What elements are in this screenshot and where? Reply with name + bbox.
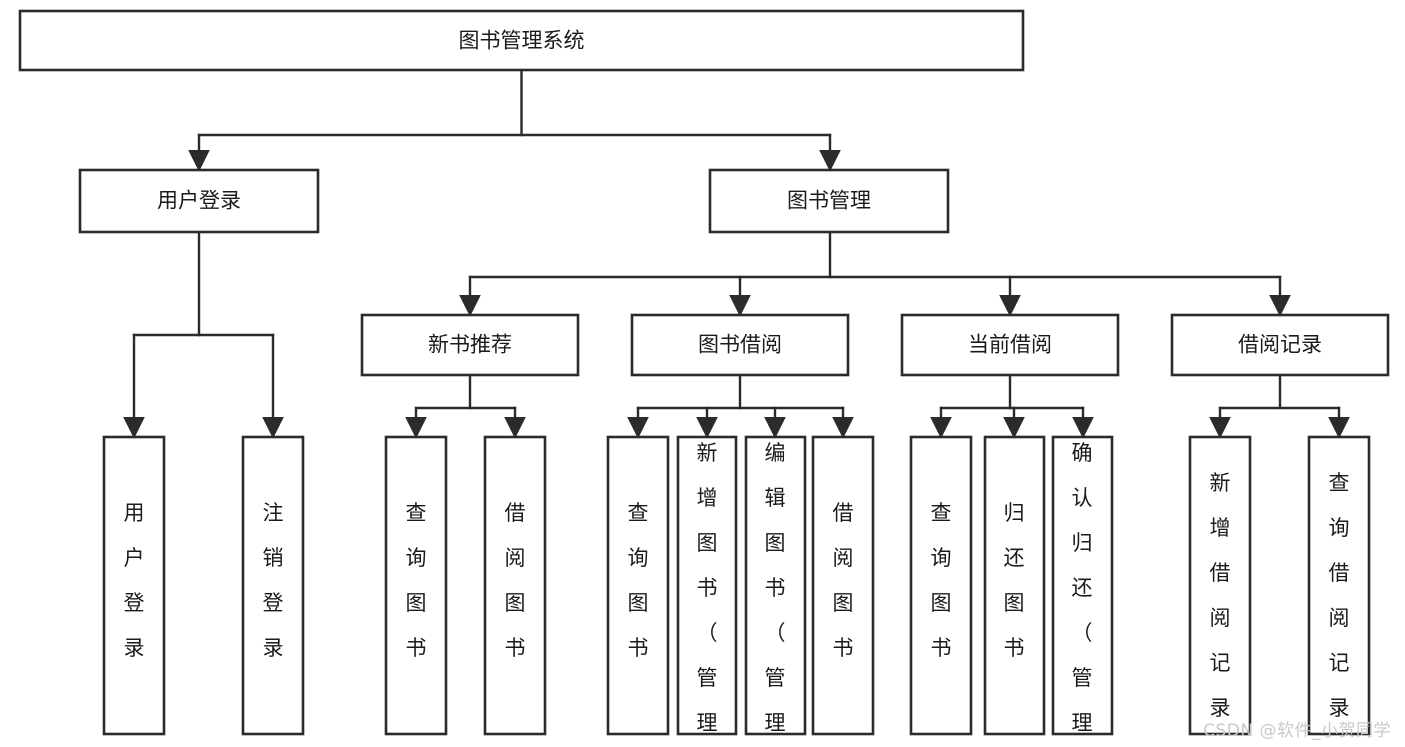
node-user-login-box[interactable] [78,168,320,234]
node-root[interactable]: 图书管理系统 [18,9,1025,72]
leaf-user-login[interactable]: 用户登录 [102,435,166,736]
leaf-add-borrow-record-label: 新增借阅记录 [1210,471,1231,720]
leaf-logout-box[interactable] [241,435,305,736]
leaf-query-borrow-record-box[interactable] [1307,435,1371,736]
leaf-borrow-book-new-label: 借阅图书 [505,501,526,660]
node-book-borrow[interactable]: 图书借阅 [630,313,850,377]
leaf-borrow-book-label: 借阅图书 [833,501,854,660]
node-new-book-recommend[interactable]: 新书推荐 [360,313,580,377]
node-current-borrow-box[interactable] [900,313,1120,377]
leaf-query-book-current[interactable]: 查询图书 [909,435,973,736]
leaf-confirm-return-admin-label: 确认归还（管理员） [1072,441,1093,747]
leaf-edit-book-admin[interactable]: 编辑图书（管理员） [744,435,807,747]
leaf-borrow-book[interactable]: 借阅图书 [811,435,875,736]
leaf-return-book-box[interactable] [983,435,1046,736]
node-book-management[interactable]: 图书管理 [708,168,950,234]
node-borrow-records-label: 借阅记录 [1238,333,1322,357]
leaf-query-book-current-label: 查询图书 [931,501,952,660]
node-new-book-recommend-label: 新书推荐 [428,333,512,357]
node-new-book-recommend-box[interactable] [360,313,580,377]
leaf-borrow-book-box[interactable] [811,435,875,736]
leaf-edit-book-admin-label: 编辑图书（管理员） [765,441,786,747]
node-user-login-label: 用户登录 [157,189,241,213]
leaf-confirm-return-admin[interactable]: 确认归还（管理员） [1051,435,1114,747]
node-book-management-label: 图书管理 [787,189,871,213]
connector-layer [123,68,1350,439]
node-book-borrow-label: 图书借阅 [698,333,782,357]
node-root-box[interactable] [18,9,1025,72]
node-book-borrow-box[interactable] [630,313,850,377]
leaf-nodes-layer: 用户登录 注销登录 查询图书 借阅图书 查询图书 新增图书（管理员） [102,435,1371,747]
leaf-add-book-admin[interactable]: 新增图书（管理员） [676,435,738,747]
leaf-user-login-label: 用户登录 [124,501,145,660]
node-root-label: 图书管理系统 [459,29,585,53]
leaf-query-borrow-record-label: 查询借阅记录 [1329,471,1350,720]
leaf-query-book-borrow[interactable]: 查询图书 [606,435,670,736]
leaf-borrow-book-new-box[interactable] [483,435,547,736]
leaf-query-book-new-label: 查询图书 [406,501,427,660]
node-borrow-records-box[interactable] [1170,313,1390,377]
node-current-borrow[interactable]: 当前借阅 [900,313,1120,377]
leaf-return-book-label: 归还图书 [1004,501,1025,660]
leaf-query-book-borrow-box[interactable] [606,435,670,736]
node-borrow-records[interactable]: 借阅记录 [1170,313,1390,377]
leaf-edit-book-admin-box[interactable] [744,435,807,736]
leaf-user-login-box[interactable] [102,435,166,736]
leaf-add-borrow-record-box[interactable] [1188,435,1252,736]
leaf-add-book-admin-label: 新增图书（管理员） [697,441,718,747]
node-user-login[interactable]: 用户登录 [78,168,320,234]
leaf-confirm-return-admin-box[interactable] [1051,435,1114,736]
leaf-query-book-new[interactable]: 查询图书 [384,435,448,736]
leaf-query-borrow-record[interactable]: 查询借阅记录 [1307,435,1371,736]
leaf-logout-label: 注销登录 [263,501,284,660]
leaf-borrow-book-new[interactable]: 借阅图书 [483,435,547,736]
leaf-query-book-current-box[interactable] [909,435,973,736]
leaf-query-book-borrow-label: 查询图书 [628,501,649,660]
leaf-return-book[interactable]: 归还图书 [983,435,1046,736]
leaf-logout[interactable]: 注销登录 [241,435,305,736]
leaf-query-book-new-box[interactable] [384,435,448,736]
leaf-add-book-admin-box[interactable] [676,435,738,736]
node-book-management-box[interactable] [708,168,950,234]
node-current-borrow-label: 当前借阅 [968,333,1052,357]
leaf-add-borrow-record[interactable]: 新增借阅记录 [1188,435,1252,736]
